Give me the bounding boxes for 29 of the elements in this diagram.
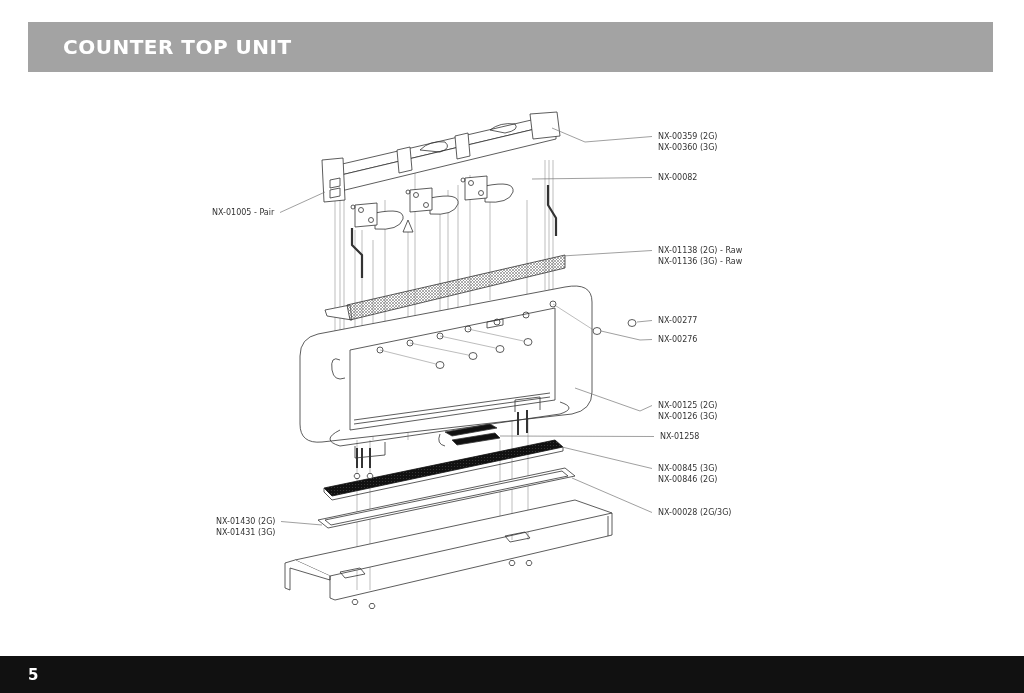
- part-number: NX-00276: [658, 334, 698, 345]
- part-number: NX-00082: [658, 172, 698, 183]
- page-number: 5: [28, 666, 39, 684]
- part-number: NX-00277: [658, 315, 698, 326]
- part-number: NX-01430 (2G): [216, 516, 276, 527]
- part-number: NX-00360 (3G): [658, 142, 718, 153]
- part-number: NX-00846 (2G): [658, 474, 718, 485]
- part-number: NX-01136 (3G) - Raw: [658, 256, 743, 267]
- leader-line: [600, 330, 653, 341]
- part-number: NX-00125 (2G): [658, 400, 718, 411]
- part-number: NX-00126 (3G): [658, 411, 718, 422]
- page-title: COUNTER TOP UNIT: [63, 35, 292, 59]
- leader-line: [561, 250, 653, 257]
- leader-line: [561, 446, 653, 469]
- leader-line: [551, 127, 653, 143]
- leader-line: [499, 435, 655, 437]
- part-number: NX-01431 (3G): [216, 527, 276, 538]
- leader-line: [571, 477, 653, 513]
- leader-line: [280, 521, 323, 526]
- part-number: NX-00028 (2G/3G): [658, 507, 732, 518]
- part-number: NX-01138 (2G) - Raw: [658, 245, 743, 256]
- part-number: NX-00845 (3G): [658, 463, 718, 474]
- part-number: NX-01258: [660, 431, 700, 442]
- leader-line: [279, 191, 326, 213]
- part-number: NX-00359 (2G): [658, 131, 718, 142]
- leader-line: [636, 320, 653, 323]
- leader-line: [531, 177, 653, 180]
- leader-line: [574, 387, 653, 412]
- part-number: NX-01005 - Pair: [212, 207, 275, 218]
